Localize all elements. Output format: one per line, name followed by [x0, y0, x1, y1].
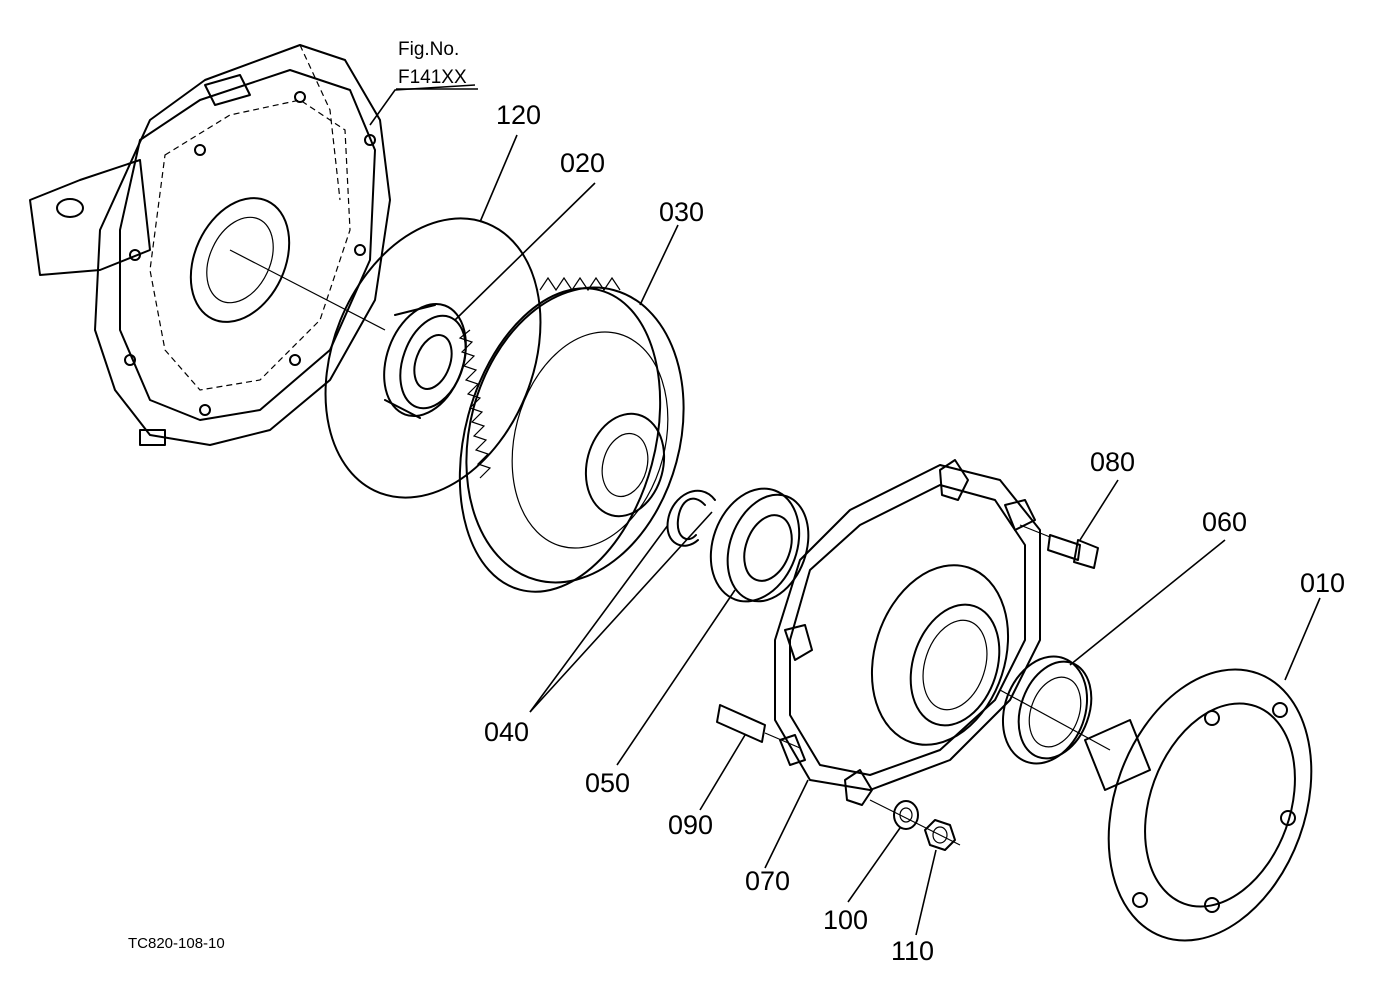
leader-lines [369, 84, 1321, 936]
gear-case-housing [29, 44, 391, 446]
snap-ring [666, 489, 716, 547]
callout-100: 100 [823, 905, 868, 935]
stud-bolt [716, 704, 801, 749]
ball-bearing-large [709, 487, 810, 603]
case-cover [774, 459, 1041, 806]
callout-060: 060 [1202, 507, 1247, 537]
o-ring [324, 217, 542, 499]
callout-080: 080 [1090, 447, 1135, 477]
callout-120: 120 [496, 100, 541, 130]
callout-050: 050 [585, 768, 630, 798]
callout-090: 090 [668, 810, 713, 840]
callout-110: 110 [891, 936, 934, 966]
oil-seal [1001, 655, 1093, 765]
callout-030: 030 [659, 197, 704, 227]
axle-flange [999, 668, 1313, 942]
ball-bearing-small [383, 302, 467, 419]
bolt [1019, 524, 1099, 569]
final-gear [458, 276, 685, 593]
fig-label: Fig.No. [398, 39, 459, 60]
nut [869, 799, 961, 851]
drawing-code: TC820-108-10 [128, 935, 225, 952]
washer [893, 800, 919, 830]
callout-040: 040 [484, 717, 529, 747]
fig-number: F141XX [398, 67, 467, 88]
callout-070: 070 [745, 866, 790, 896]
callout-020: 020 [560, 148, 605, 178]
callout-010: 010 [1300, 568, 1345, 598]
